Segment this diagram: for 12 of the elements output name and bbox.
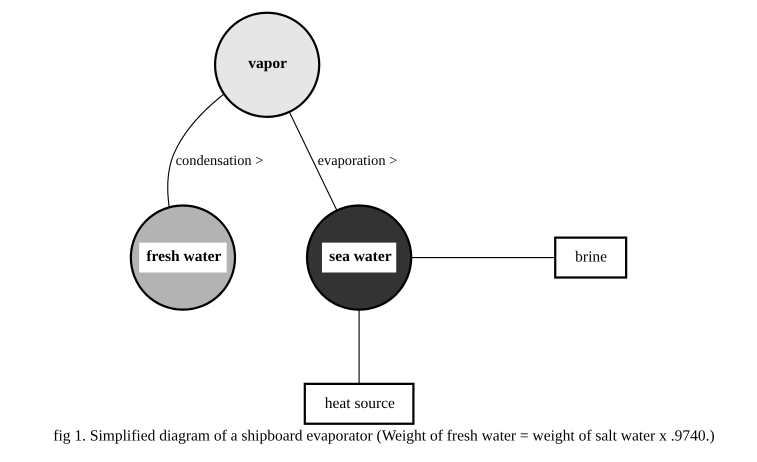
node-circle: fresh water — [130, 204, 236, 311]
caption: fig 1. Simplified diagram of a shipboard evaporator (Weight of fresh water = weight of salt water x .9740.) — [53, 428, 715, 445]
connector — [288, 112, 338, 211]
connector — [412, 257, 555, 258]
node-circle: vapor — [214, 12, 320, 118]
node-box: brine — [554, 236, 628, 279]
node-box: heat source — [304, 382, 415, 425]
edge-label: condensation > — [176, 152, 264, 169]
connector — [167, 94, 224, 208]
node-circle: sea water — [306, 204, 412, 311]
edge-label: evaporation > — [318, 152, 398, 169]
connector — [358, 310, 360, 384]
